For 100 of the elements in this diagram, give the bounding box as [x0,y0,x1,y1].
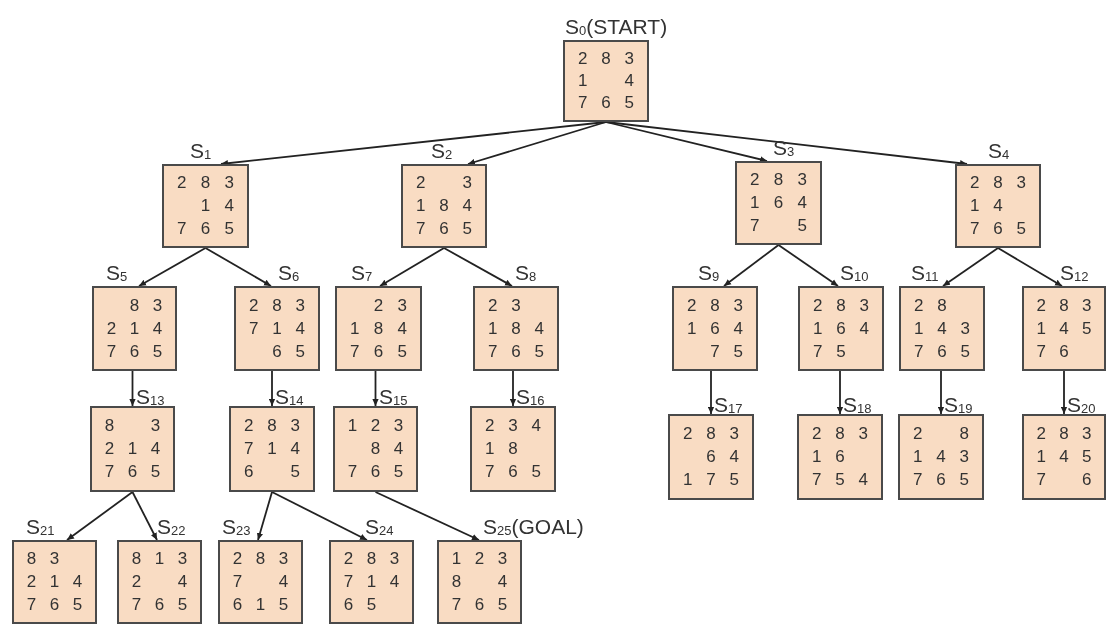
puzzle-row-text: 7 6 5 [349,341,408,362]
arrow [256,491,273,541]
state-label: S$_{9}$ [698,262,720,286]
arrow [942,247,999,287]
puzzle-row-text: 2 1 4 [103,439,162,459]
arrow [836,370,844,415]
puzzle-row-text: 1 6 4 [685,318,745,339]
state-label: S$_{0}$(START) [565,16,668,40]
puzzle-row-text: 2 3 4 [483,415,543,436]
puzzle-row-text: 1 8 [483,439,519,459]
arrow [707,370,715,415]
puzzle-row-text: 1 2 3 [450,549,509,570]
state-label: S$_{23}$ [222,516,251,540]
puzzle-row-text: 7 1 4 [242,439,302,459]
puzzle-row-text: 7 6 5 [576,93,636,113]
state-label: S$_{14}$ [275,386,304,410]
puzzle-row-text: 2 3 [414,173,474,194]
puzzle-row-text: 2 1 4 [25,572,84,592]
puzzle-row-text: 1 4 5 [1035,447,1093,467]
puzzle-row-text: 7 1 4 [247,318,307,339]
puzzle-row-text: 7 6 5 [105,341,164,362]
puzzle-row-text: 7 6 5 [968,218,1028,239]
puzzle-row-text: 1 8 4 [414,196,474,216]
state-label: S$_{19}$ [944,394,973,418]
puzzle-row-text: 2 8 3 [968,173,1028,194]
puzzle-row-text: 2 8 3 [231,549,290,570]
arrow [1060,370,1068,415]
puzzle-row-text: 8 3 [25,549,61,570]
state-label: S$_{17}$ [714,394,743,418]
puzzle-row-text: 7 5 [709,341,745,362]
arrow [374,491,480,541]
puzzle-row-text: 2 8 3 [685,295,745,316]
arrow [271,491,368,541]
state-label: S$_{4}$ [988,140,1010,164]
puzzle-row-text: 1 6 4 [811,318,871,339]
arrow [131,491,158,541]
puzzle-row-text: 7 6 [1035,341,1070,362]
state-label: S$_{18}$ [843,394,872,418]
state-label: S$_{11}$ [911,262,939,286]
puzzle-row-text: 7 4 [231,572,290,592]
puzzle-row-text: 1 4 [576,71,636,91]
puzzle-row-text: 8 1 3 [130,549,189,570]
puzzle-row-text: 6 5 [342,594,378,615]
arrow [379,247,445,287]
puzzle-row-text: 7 5 [749,215,808,236]
puzzle-row-text: 2 8 3 [242,415,302,436]
state-label: S$_{15}$ [379,386,408,410]
arrow [605,121,968,167]
arrow [777,244,839,287]
arrow [138,247,207,287]
state-label: S$_{21}$ [26,516,55,540]
puzzle-row-text: 2 8 3 [810,423,870,444]
puzzle-row-text: 1 4 [199,196,235,216]
arrow [204,247,272,287]
arrow [372,370,379,407]
state-label: S$_{8}$ [515,262,537,286]
puzzle-row-text: 6 4 [705,447,741,467]
puzzle-row-text: 1 8 4 [349,318,408,339]
puzzle-row-text: 1 4 5 [1035,318,1093,339]
puzzle-row-text: 1 2 3 [346,415,405,436]
puzzle-row-text: 1 8 4 [486,318,546,339]
state-label: S$_{10}$ [840,262,869,286]
state-label: S$_{7}$ [351,262,373,286]
puzzle-row-text: 6 5 [242,462,302,483]
arrow [443,247,513,287]
arrow [129,370,136,407]
state-label: S$_{5}$ [106,262,128,286]
puzzle-row-text: 7 5 4 [810,470,870,491]
puzzle-row-text: 2 1 4 [105,318,164,339]
puzzle-row-text: 8 4 [369,439,405,459]
puzzle-row-text: 1 4 3 [911,447,971,467]
puzzle-row-text: 7 1 4 [342,572,401,592]
puzzle-row-text: 7 6 5 [130,594,189,615]
puzzle-row-text: 2 8 [912,295,948,316]
arrow [268,370,276,407]
arrow [509,370,517,407]
puzzle-row-text: 8 4 [450,572,509,592]
state-label: S$_{2}$ [431,140,453,164]
state-label: S$_{1}$ [190,140,212,164]
puzzle-row-text: 7 6 5 [414,218,474,239]
state-label: S$_{24}$ [365,516,394,540]
arrow [467,121,607,165]
puzzle-row-text: 6 1 5 [231,594,290,615]
puzzle-row-text: 7 6 5 [911,470,971,491]
puzzle-row-text: 7 6 5 [483,462,543,483]
puzzle-row-text: 2 8 3 [176,173,235,194]
puzzle-row-text: 8 3 [128,295,164,316]
state-label: S$_{6}$ [278,262,300,286]
puzzle-row-text: 2 8 3 [749,170,808,191]
puzzle-row-text: 2 3 [372,295,408,316]
puzzle-row-text: 2 8 3 [576,49,636,69]
state-label: S$_{22}$ [157,516,186,540]
puzzle-row-text: 2 3 [486,295,522,316]
state-label: S$_{3}$ [773,137,795,161]
arrow [937,370,945,415]
puzzle-row-text: 7 6 5 [176,218,235,239]
puzzle-row-text: 7 6 5 [25,594,84,615]
puzzle-row-text: 2 4 [130,572,189,592]
puzzle-row-text: 7 6 5 [346,462,405,483]
puzzle-row-text: 7 6 5 [103,462,162,483]
